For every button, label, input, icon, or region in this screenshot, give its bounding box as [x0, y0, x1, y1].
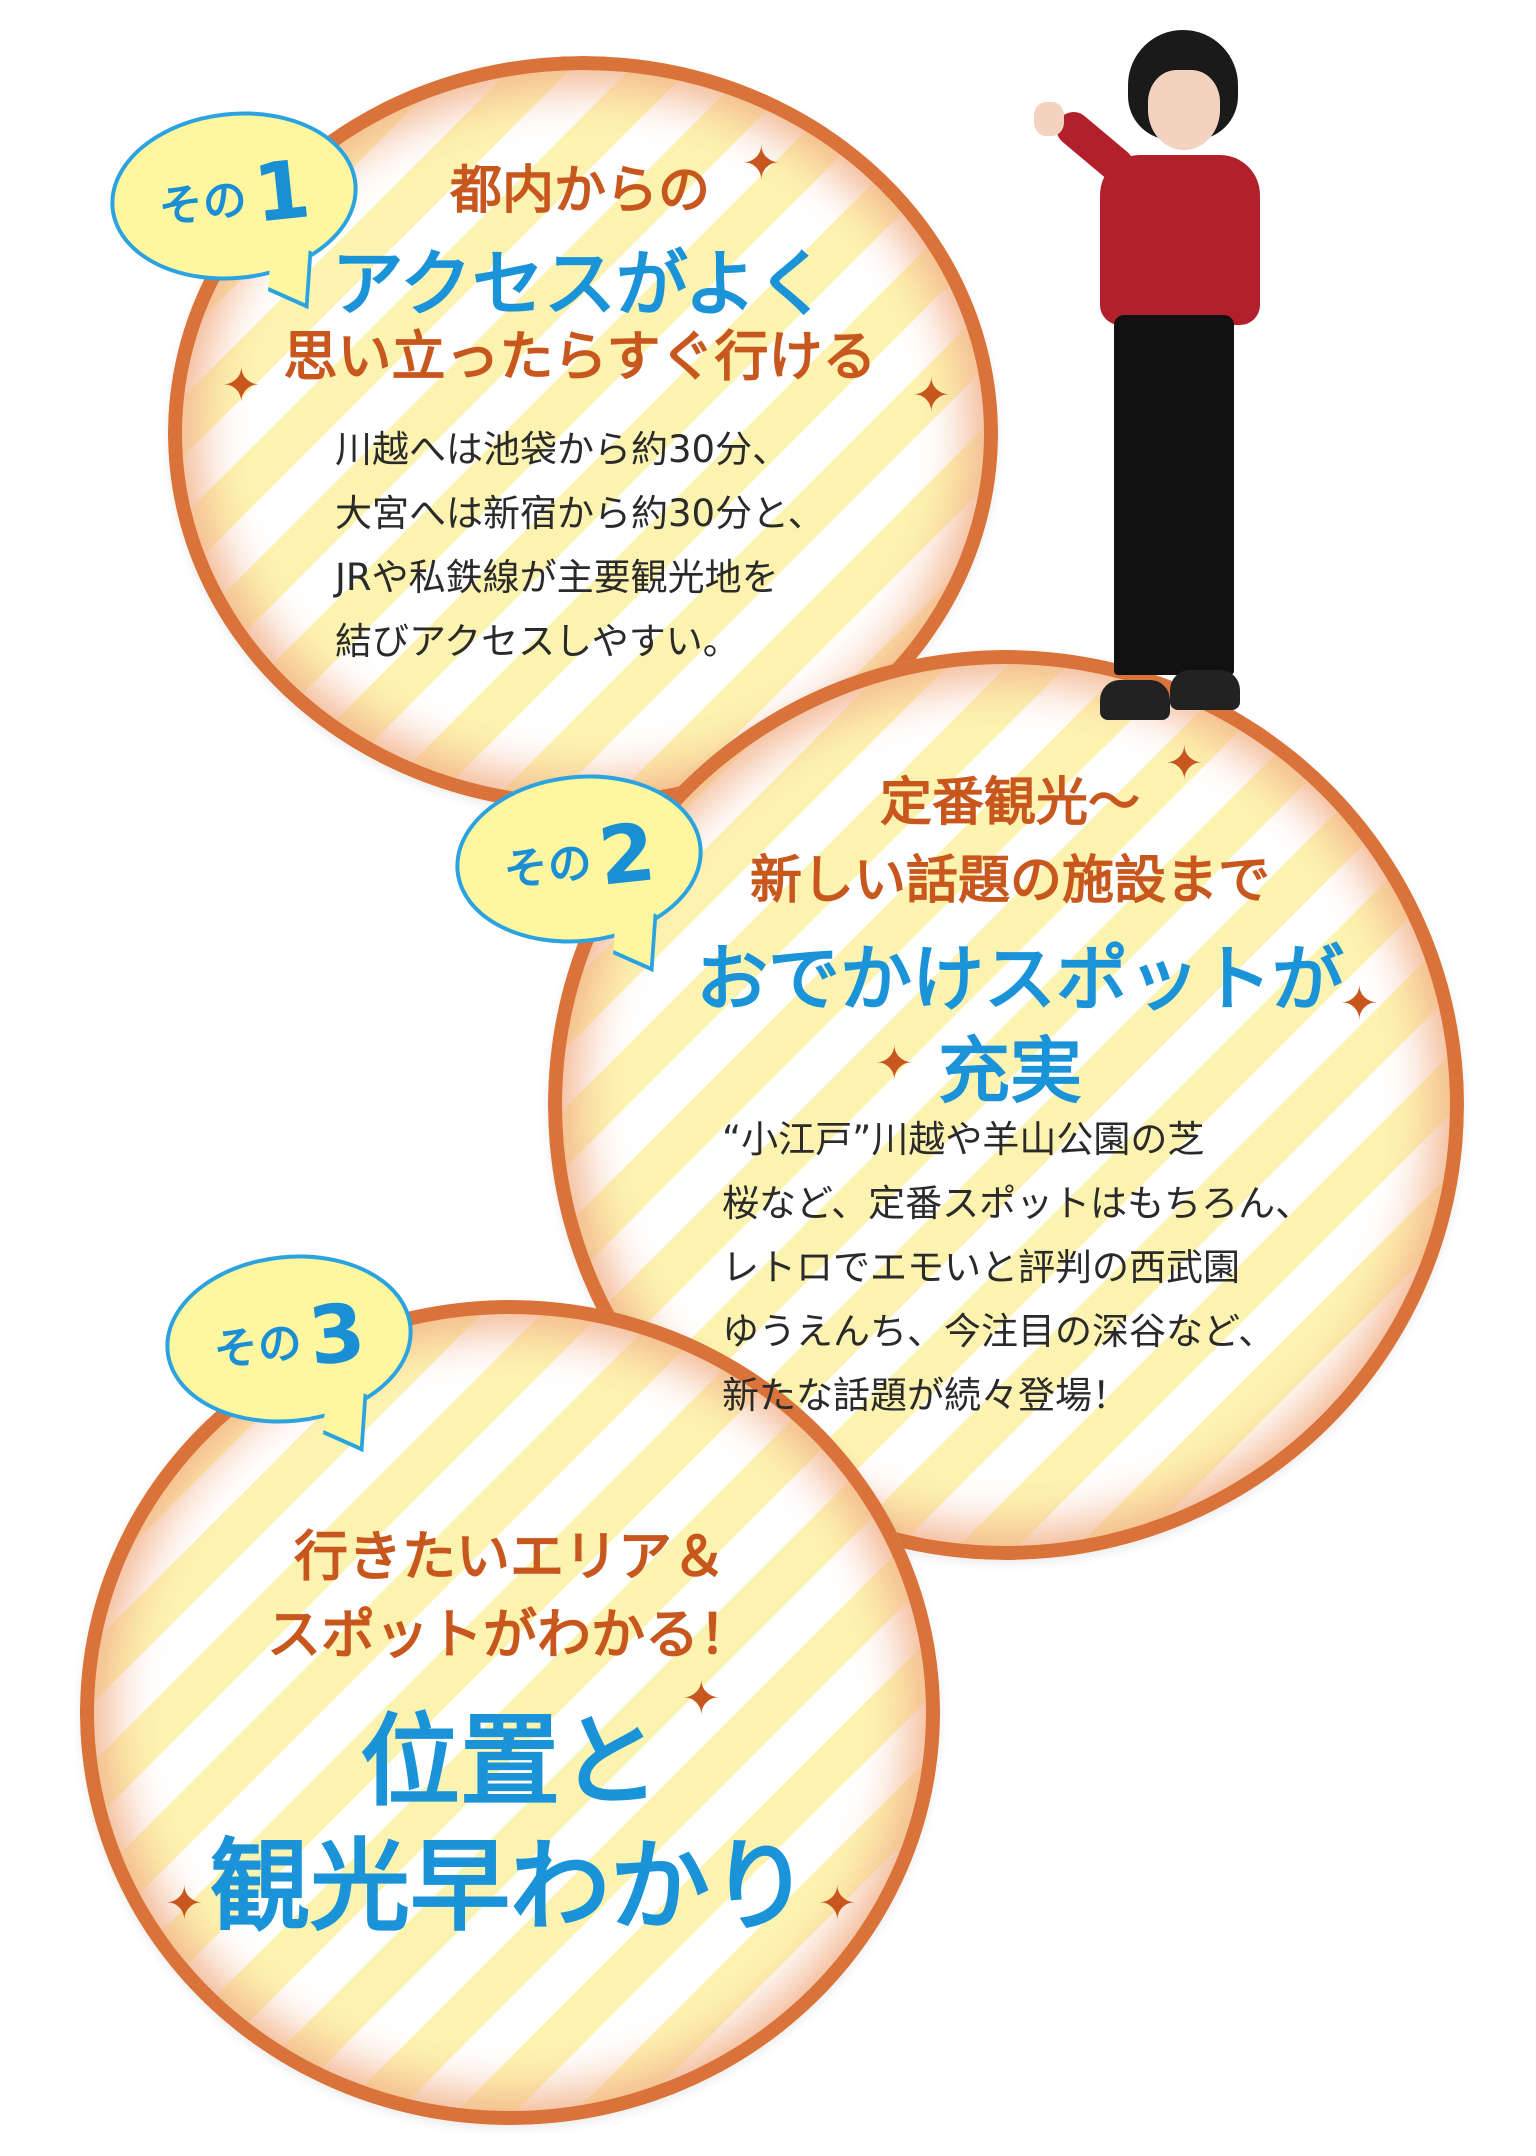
section2-body-line: ゆうえんち、今注目の深谷など、: [722, 1310, 1276, 1353]
guide-person-image: [1030, 20, 1260, 740]
section3-heading-line2: スポットがわかる！: [267, 1603, 753, 1666]
feature-circle-3: [80, 1300, 940, 2125]
section1-body: 川越へは池袋から約30分、 大宮へは新宿から約30分と、 JRや私鉄線が主要観光…: [335, 418, 825, 674]
section2-body-line: “小江戸”川越や羊山公園の芝: [722, 1118, 1205, 1161]
person-sweater: [1100, 155, 1260, 325]
person-pointing-hand: [1034, 102, 1064, 136]
sparkle-icon: ✦: [912, 368, 951, 422]
sparkle-icon: ✦: [222, 358, 261, 412]
sparkle-icon: ✦: [1165, 736, 1204, 790]
badge-number: 1: [249, 141, 315, 241]
section1-body-line: 大宮へは新宿から約30分と、: [335, 492, 825, 535]
section2-heading-line4: 充実: [937, 1029, 1082, 1113]
section1-heading-line1: 都内からの: [449, 161, 710, 221]
section2-body-line: 桜など、定番スポットはもちろん、: [722, 1182, 1313, 1225]
section2-body-line: レトロでエモいと評判の西武園: [722, 1246, 1240, 1289]
section3-heading-line4: 観光早わかり: [210, 1828, 810, 1945]
badge-sono-label: その: [156, 173, 250, 234]
section3-heading-line1: 行きたいエリア＆: [294, 1525, 726, 1588]
section2-heading-line1: 定番観光〜: [879, 773, 1140, 833]
sparkle-icon: ✦: [682, 1671, 721, 1725]
section1-body-line: 川越へは池袋から約30分、: [335, 428, 790, 471]
sparkle-icon: ✦: [1340, 976, 1379, 1030]
section1-heading-line2: アクセスがよく: [331, 242, 829, 326]
section2-body-line: 新たな話題が続々登場！: [722, 1374, 1129, 1417]
sparkle-icon: ✦: [165, 1876, 204, 1930]
person-shoe-left: [1100, 680, 1170, 720]
section2-body: “小江戸”川越や羊山公園の芝 桜など、定番スポットはもちろん、 レトロでエモいと…: [722, 1108, 1312, 1428]
person-skirt: [1114, 315, 1234, 675]
section1-body-line: 結びアクセスしやすい。: [335, 620, 740, 663]
sparkle-icon: ✦: [875, 1036, 914, 1090]
badge-sono-label: その: [211, 1316, 305, 1377]
person-shoe-right: [1170, 670, 1240, 710]
person-face: [1148, 70, 1220, 150]
section1-body-line: JRや私鉄線が主要観光地を: [335, 556, 779, 599]
badge-sono-label: その: [501, 836, 595, 897]
section2-heading-line3: おでかけスポットが: [695, 937, 1344, 1021]
badge-number: 2: [594, 804, 660, 904]
sparkle-icon: ✦: [818, 1876, 857, 1930]
sparkle-icon: ✦: [742, 136, 781, 190]
badge-number: 3: [304, 1284, 370, 1384]
section3-heading-line3: 位置と: [360, 1703, 660, 1820]
section2-heading-line2: 新しい話題の施設まで: [749, 851, 1270, 911]
section1-heading-line3: 思い立ったらすぐ行ける: [283, 325, 877, 388]
